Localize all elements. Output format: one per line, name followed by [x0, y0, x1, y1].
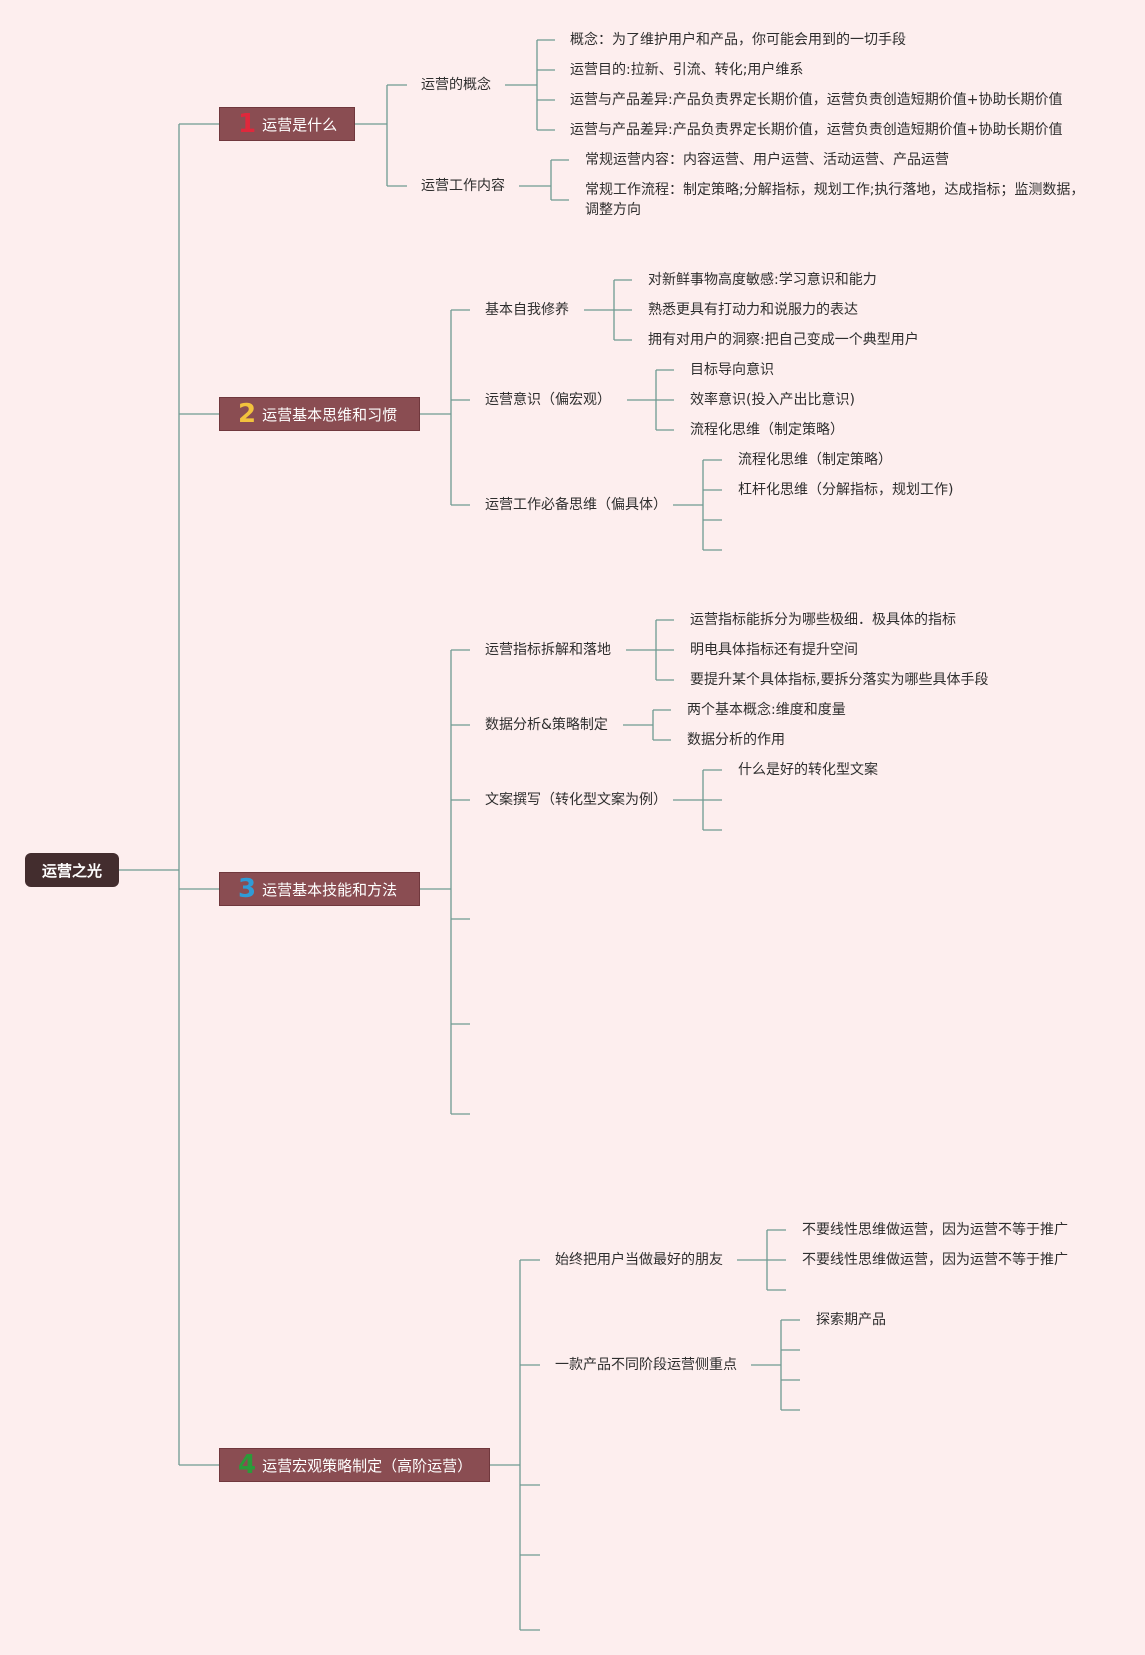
leaf-item[interactable]: 效率意识(投入产出比意识) [690, 392, 855, 408]
topic-self-cultivation[interactable]: 基本自我修养 [485, 302, 569, 318]
root-node[interactable]: 运营之光 [25, 853, 119, 887]
topic-copywriting[interactable]: 文案撰写（转化型文案为例） [485, 792, 667, 808]
leaf-item[interactable]: 两个基本概念:维度和度量 [687, 702, 846, 718]
leaf-item[interactable]: 什么是好的转化型文案 [738, 762, 878, 778]
leaf-item[interactable]: 熟悉更具有打动力和说服力的表达 [648, 302, 858, 318]
leaf-item[interactable]: 数据分析的作用 [687, 732, 785, 748]
branch-4-label: 运营宏观策略制定（高阶运营） [262, 1456, 473, 1475]
branch-1-number: 1 [238, 109, 257, 139]
leaf-item[interactable]: 不要线性思维做运营，因为运营不等于推广 [802, 1252, 1068, 1268]
root-label: 运营之光 [41, 861, 102, 880]
leaf-item[interactable]: 对新鲜事物高度敏感:学习意识和能力 [648, 272, 877, 288]
topic-data-analysis[interactable]: 数据分析&策略制定 [485, 717, 608, 733]
leaf-item[interactable]: 不要线性思维做运营，因为运营不等于推广 [802, 1222, 1068, 1238]
topic-user-friend[interactable]: 始终把用户当做最好的朋友 [555, 1252, 723, 1268]
branch-3-number: 3 [238, 874, 257, 904]
leaf-item[interactable]: 常规运营内容：内容运营、用户运营、活动运营、产品运营 [585, 152, 949, 168]
leaf-item[interactable]: 运营与产品差异:产品负责界定长期价值，运营负责创造短期价值+协助长期价值 [570, 92, 1063, 108]
leaf-item[interactable]: 运营目的:拉新、引流、转化;用户维系 [570, 62, 804, 78]
branch-1-node[interactable]: 1 运营是什么 [219, 107, 355, 141]
leaf-item[interactable]: 流程化思维（制定策略） [690, 422, 844, 438]
leaf-item[interactable]: 探索期产品 [816, 1312, 886, 1328]
branch-4-number: 4 [238, 1450, 257, 1480]
branch-2-label: 运营基本思维和习惯 [262, 405, 398, 424]
leaf-item[interactable]: 拥有对用户的洞察:把自己变成一个典型用户 [648, 332, 919, 348]
topic-concept[interactable]: 运营的概念 [421, 77, 491, 93]
branch-4-node[interactable]: 4 运营宏观策略制定（高阶运营） [219, 1448, 490, 1482]
branch-1-label: 运营是什么 [262, 115, 338, 134]
branch-3-node[interactable]: 3 运营基本技能和方法 [219, 872, 420, 906]
leaf-item[interactable]: 明电具体指标还有提升空间 [690, 642, 858, 658]
leaf-item[interactable]: 概念：为了维护用户和产品，你可能会用到的一切手段 [570, 32, 906, 48]
leaf-item[interactable]: 要提升某个具体指标,要拆分落实为哪些具体手段 [690, 672, 989, 688]
topic-metric-breakdown[interactable]: 运营指标拆解和落地 [485, 642, 611, 658]
topic-essential-thinking[interactable]: 运营工作必备思维（偏具体） [485, 497, 667, 513]
leaf-item[interactable]: 流程化思维（制定策略） [738, 452, 892, 468]
leaf-item[interactable]: 杠杆化思维（分解指标，规划工作) [738, 482, 954, 498]
leaf-item[interactable]: 运营与产品差异:产品负责界定长期价值，运营负责创造短期价值+协助长期价值 [570, 122, 1063, 138]
topic-ops-awareness[interactable]: 运营意识（偏宏观） [485, 392, 611, 408]
leaf-item[interactable]: 目标导向意识 [690, 362, 774, 378]
branch-3-label: 运营基本技能和方法 [262, 880, 398, 899]
leaf-item[interactable]: 运营指标能拆分为哪些极细．极具体的指标 [690, 612, 956, 628]
topic-product-stages[interactable]: 一款产品不同阶段运营侧重点 [555, 1357, 737, 1373]
leaf-item[interactable]: 常规工作流程：制定策略;分解指标，规划工作;执行落地，达成指标；监测数据，调整方… [585, 182, 1085, 218]
branch-2-number: 2 [238, 399, 257, 429]
branch-2-node[interactable]: 2 运营基本思维和习惯 [219, 397, 420, 431]
topic-work-content[interactable]: 运营工作内容 [421, 178, 505, 194]
